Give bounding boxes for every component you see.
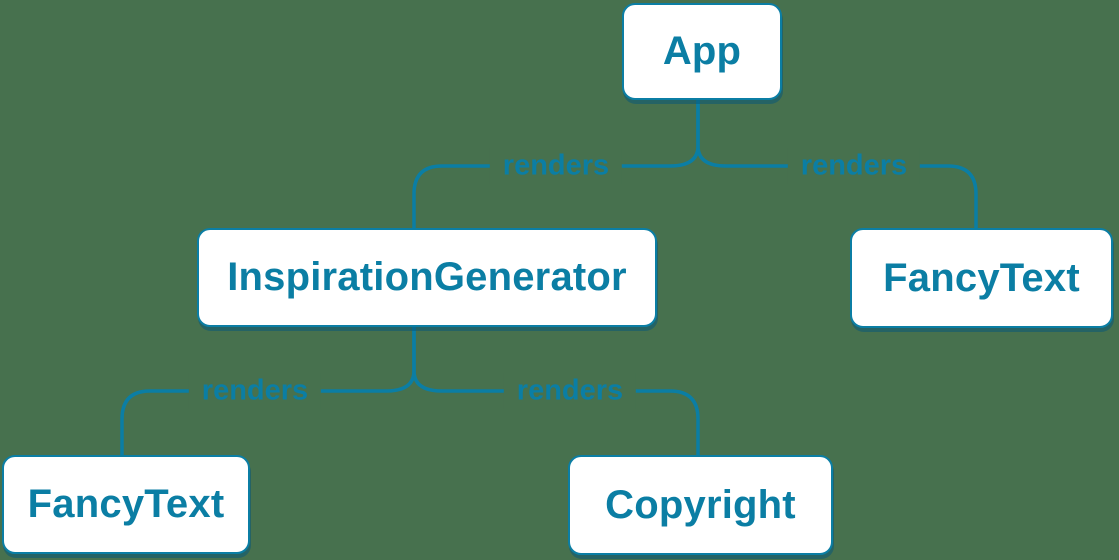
node-app-label: App — [662, 29, 742, 73]
node-fancy-text-bottom-label: FancyText — [27, 482, 225, 526]
node-copyright-label: Copyright — [605, 482, 796, 527]
node-copyright: Copyright — [568, 455, 833, 555]
node-fancy-text-bottom: FancyText — [2, 455, 250, 554]
edge-label-app-inspiration-generator: renders — [489, 147, 623, 185]
node-fancy-text-top: FancyText — [850, 228, 1113, 328]
edge-label-inspiration-generator-fancy-text: renders — [188, 372, 322, 410]
node-fancy-text-top-label: FancyText — [883, 255, 1080, 300]
node-inspiration-generator-label: InspirationGenerator — [227, 255, 627, 299]
edge-label-inspiration-generator-copyright: renders — [503, 372, 637, 410]
edge-label-app-fancy-text: renders — [787, 147, 921, 185]
node-inspiration-generator: InspirationGenerator — [197, 228, 657, 327]
node-app: App — [622, 3, 782, 100]
